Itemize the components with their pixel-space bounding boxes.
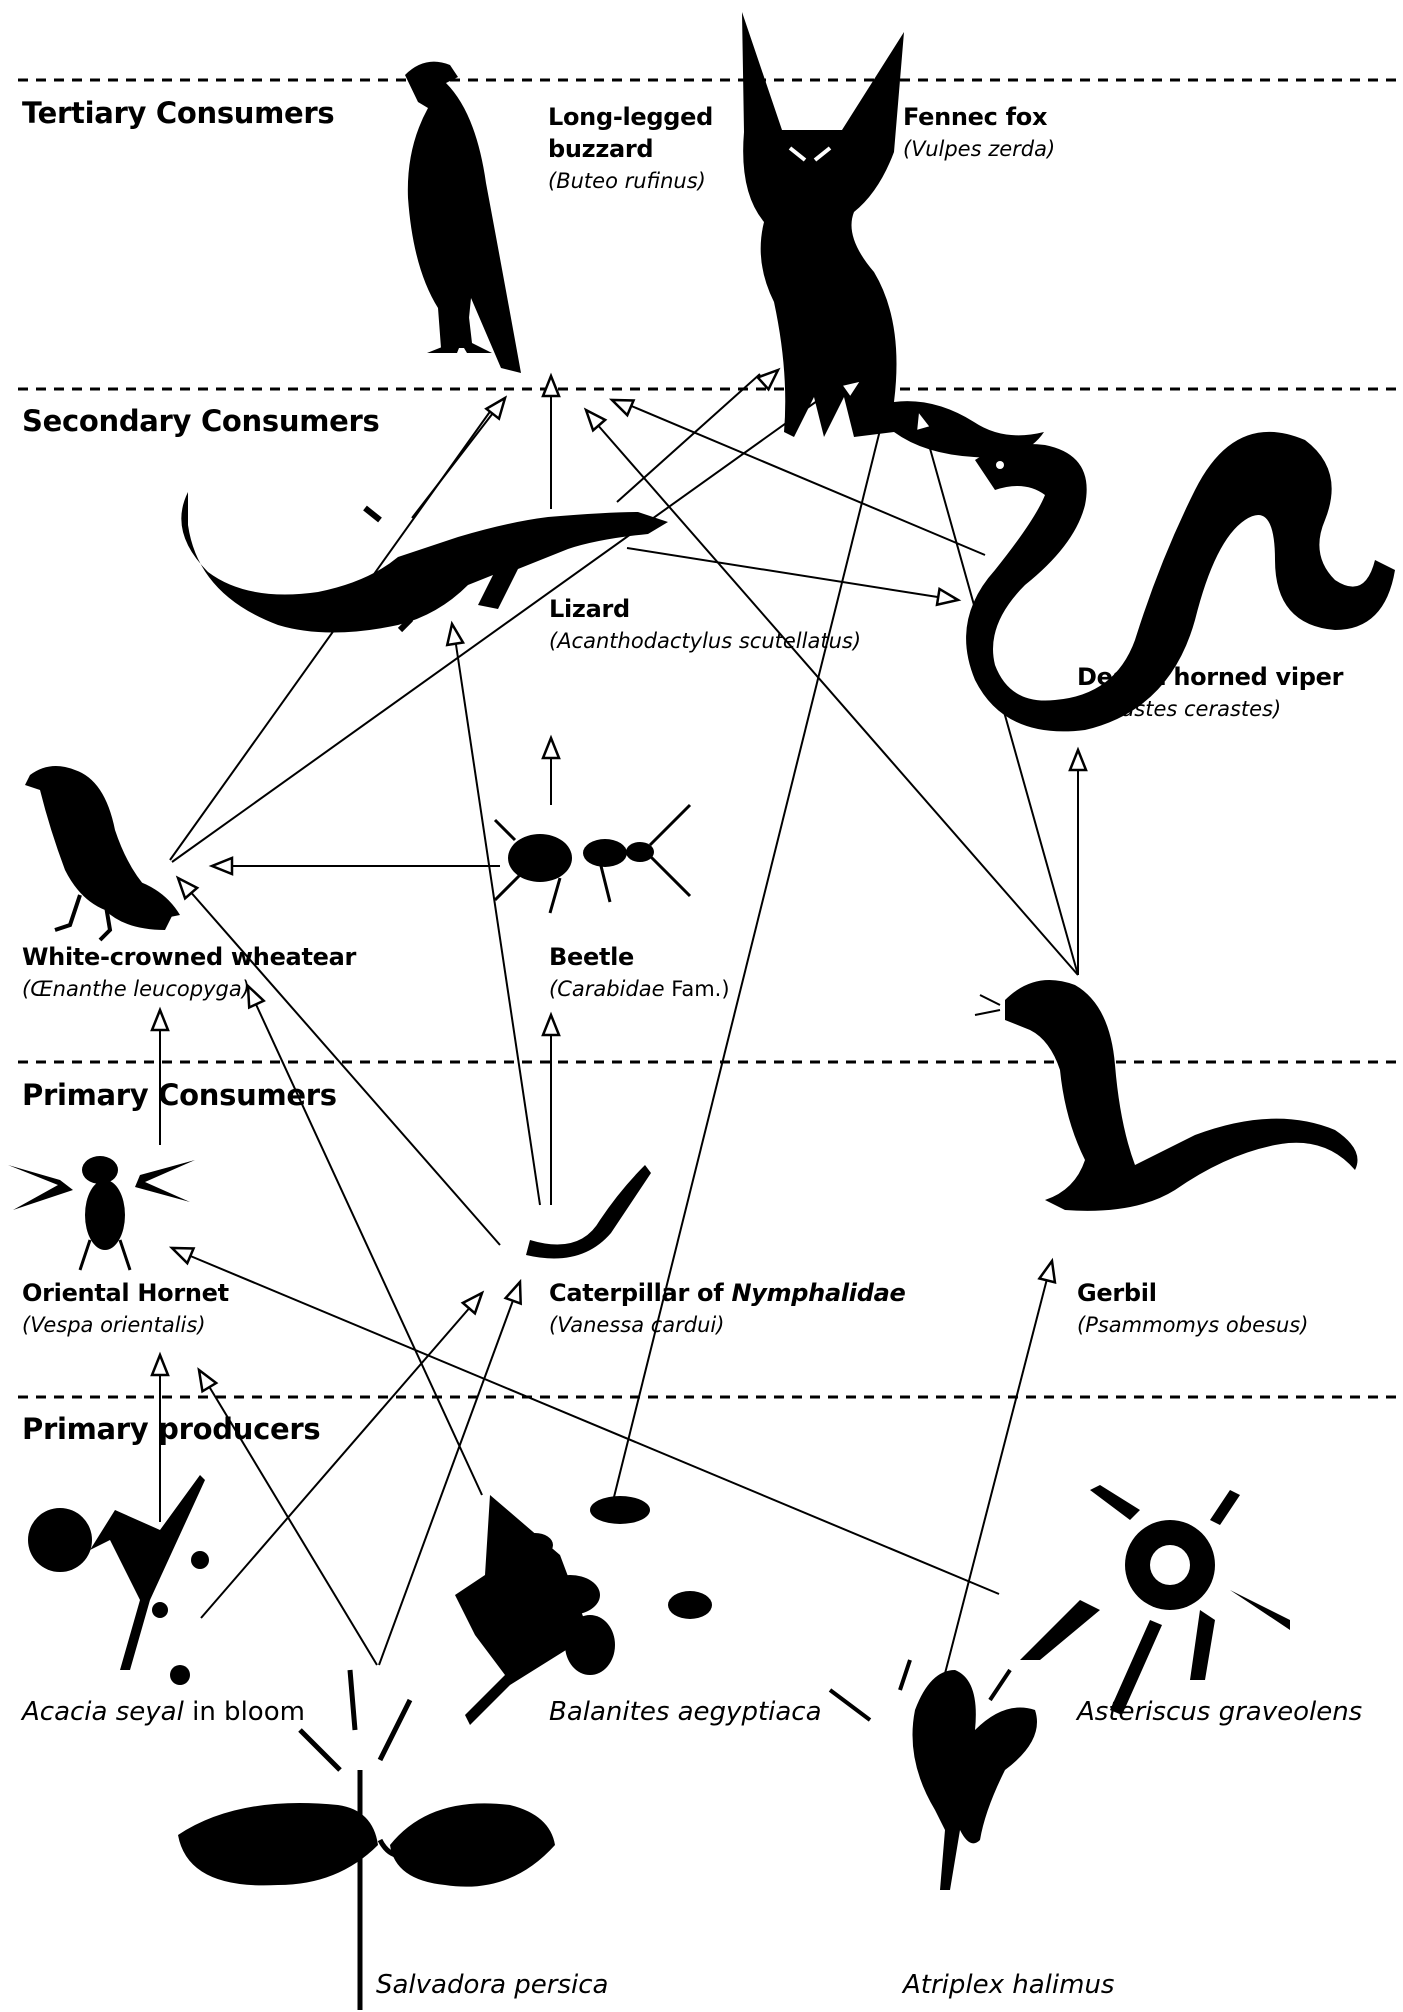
level-primary-consumers: Primary Consumers [22,1078,337,1112]
species-scientific-name: (Cerastes cerastes) [1077,693,1343,725]
plant-name: Salvadora persica [376,1970,608,2000]
link-lizard-viper [627,548,944,598]
plant-name: Acacia seyal [22,1697,184,1727]
arrowhead [192,1366,216,1391]
hornet-image [8,1156,195,1270]
atriplex-image [830,1660,1037,1890]
arrowhead [486,393,511,419]
species-scientific-name: (Œnanthe leucopyga) [22,973,356,1005]
arrowhead [758,364,784,389]
caterpillar-image [526,1165,651,1259]
species-scientific-name: (Psammomys obesus) [1077,1309,1308,1341]
species-name: Caterpillar of Nymphalidae [549,1277,905,1309]
arrowhead [543,376,559,396]
plant-asteriscus: Asteriscus graveolens [1077,1697,1362,1727]
arrowhead [1070,750,1086,770]
balanites-image [455,1495,712,1725]
asteriscus-image [1020,1485,1290,1715]
level-secondary-consumers: Secondary Consumers [22,404,379,438]
species-name: Long-legged buzzard [548,101,738,165]
species-hornet: Oriental Hornet (Vespa orientalis) [22,1277,229,1341]
species-scientific-plain: Fam.) [665,977,730,1001]
arrowhead [506,1279,528,1303]
species-name: Lizard [549,593,861,625]
species-scientific-name: (Vanessa cardui) [549,1309,905,1341]
species-gerbil: Gerbil (Psammomys obesus) [1077,1277,1308,1341]
link-acacia-caterpillar [201,1305,472,1618]
arrowhead [152,1355,168,1375]
arrowhead [609,393,634,416]
species-caterpillar: Caterpillar of Nymphalidae (Vanessa card… [549,1277,905,1341]
species-scientific-name: (Buteo rufinus) [548,165,738,197]
level-primary-producers: Primary producers [22,1412,320,1446]
species-name: Oriental Hornet [22,1277,229,1309]
buzzard-image [405,62,521,373]
species-scientific-name: (Vulpes zerda) [903,133,1055,165]
plant-balanites: Balanites aegyptiaca [549,1697,822,1727]
species-buzzard: Long-legged buzzard (Buteo rufinus) [548,101,738,197]
species-scientific-name: (Carabidae Fam.) [549,973,730,1005]
species-scientific-name: (Acanthodactylus scutellatus) [549,625,861,657]
beetle-image [495,805,690,913]
arrowhead [1039,1259,1059,1282]
link-caterpillar-lizard [455,638,540,1205]
arrowhead [169,1241,194,1264]
species-lizard: Lizard (Acanthodactylus scutellatus) [549,593,861,657]
plant-acacia: Acacia seyal in bloom [22,1697,305,1727]
plant-atriplex: Atriplex halimus [903,1970,1114,2000]
plant-name: Balanites aegyptiaca [549,1697,822,1727]
species-name: Fennec fox [903,101,1055,133]
gerbil-image [975,980,1358,1211]
arrowhead [937,589,959,608]
species-viper: Desert horned viper (Cerastes cerastes) [1077,661,1343,725]
arrowhead [152,1010,168,1030]
arrowhead [580,405,605,431]
plant-name-suffix: in bloom [184,1697,305,1727]
level-tertiary-consumers: Tertiary Consumers [22,96,334,130]
species-name: Gerbil [1077,1277,1308,1309]
plant-name: Atriplex halimus [903,1970,1114,2000]
arrowhead [543,738,559,758]
acacia-image [28,1475,209,1685]
species-fennec-fox: Fennec fox (Vulpes zerda) [903,101,1055,165]
arrowhead [444,623,463,645]
wheatear-image [25,766,180,940]
plant-name: Asteriscus graveolens [1077,1697,1362,1727]
species-name-plain: Caterpillar of [549,1279,731,1307]
arrowhead [212,858,232,874]
species-wheatear: White-crowned wheatear (Œnanthe leucopyg… [22,941,356,1005]
species-name-italic: Nymphalidae [731,1279,905,1307]
arrowhead [543,1015,559,1035]
species-beetle: Beetle (Carabidae Fam.) [549,941,730,1005]
plant-salvadora: Salvadora persica [376,1970,608,2000]
species-scientific-italic: (Carabidae [549,977,665,1001]
species-name: Beetle [549,941,730,973]
link-wheatear-buzzard [170,406,494,860]
arrowhead [463,1288,488,1314]
species-scientific-name: (Vespa orientalis) [22,1309,229,1341]
link-lizard-fox [617,374,760,502]
species-name: Desert horned viper [1077,661,1343,693]
species-name: White-crowned wheatear [22,941,356,973]
